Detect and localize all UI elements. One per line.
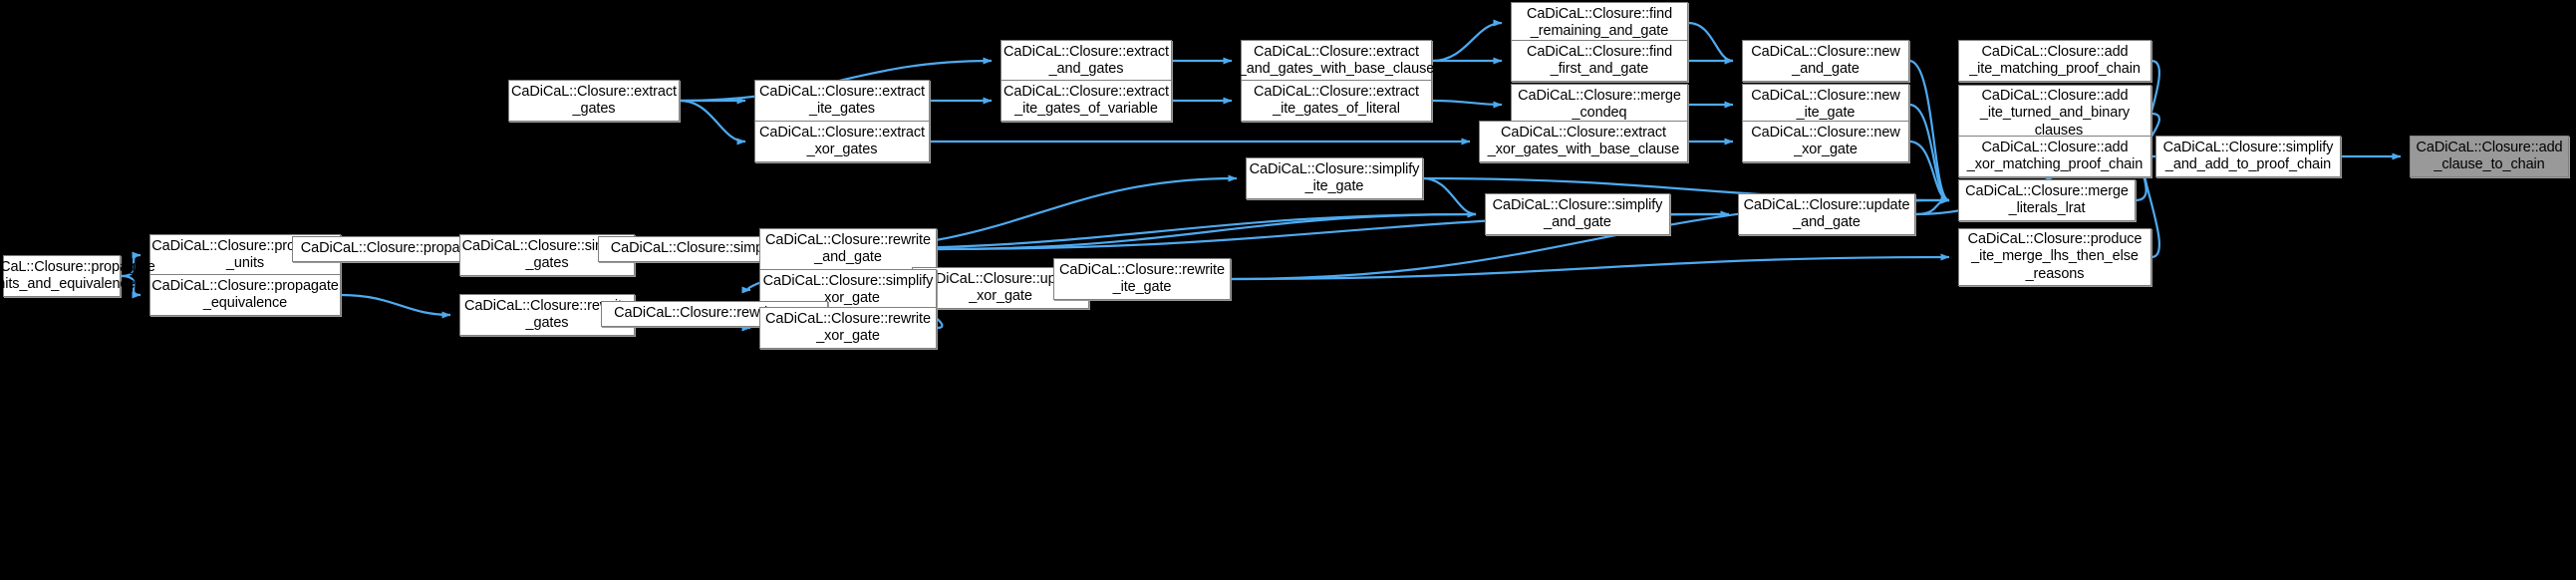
graph-node-label: CaDiCaL::Closure::extract _gates — [511, 83, 677, 118]
graph-node-merge_condeq[interactable]: CaDiCaL::Closure::merge _condeq — [1511, 84, 1688, 126]
edge-propagate_equivalence-to-rewrite_gates — [340, 293, 451, 319]
graph-node-update_and_gate[interactable]: CaDiCaL::Closure::update _and_gate — [1738, 193, 1915, 235]
graph-node-extract_ite_gates[interactable]: CaDiCaL::Closure::extract _ite_gates — [754, 80, 930, 122]
graph-node-find_remaining_and_gate[interactable]: CaDiCaL::Closure::find _remaining_and_ga… — [1511, 2, 1688, 44]
graph-node-find_first_and_gate[interactable]: CaDiCaL::Closure::find _first_and_gate — [1511, 40, 1688, 82]
graph-node-simplify_ite_gate[interactable]: CaDiCaL::Closure::simplify _ite_gate — [1246, 157, 1423, 199]
graph-node-produce_ite_merge_lhs_then_else_reasons[interactable]: CaDiCaL::Closure::produce _ite_merge_lhs… — [1958, 228, 2151, 286]
graph-node-rewrite_and_gate[interactable]: CaDiCaL::Closure::rewrite _and_gate — [759, 228, 937, 270]
graph-node-new_and_gate[interactable]: CaDiCaL::Closure::new _and_gate — [1742, 40, 1909, 82]
graph-node-add_clause_to_chain[interactable]: CaDiCaL::Closure::add _clause_to_chain — [2410, 136, 2569, 177]
edge-extract_gates-to-extract_xor_gates — [679, 99, 746, 145]
graph-node-label: CaDiCaL::Closure::add _ite_turned_and_bi… — [1979, 87, 2131, 139]
edge-new_and_gate-to-merge_literals_lrat — [1908, 59, 1950, 204]
graph-node-label: CaDiCaL::Closure::merge _condeq — [1518, 87, 1681, 122]
graph-node-extract_ite_gates_of_literal[interactable]: CaDiCaL::Closure::extract _ite_gates_of_… — [1241, 80, 1432, 122]
edge-extract_ite_gates_of_literal-to-merge_condeq — [1431, 99, 1503, 109]
graph-node-label: CaDiCaL::Closure::find _remaining_and_ga… — [1526, 5, 1673, 40]
graph-node-label: CaDiCaL::Closure::find _first_and_gate — [1526, 43, 1673, 78]
graph-node-label: CaDiCaL::Closure::produce _ite_merge_lhs… — [1967, 230, 2143, 282]
graph-node-label: CaDiCaL::Closure::add _ite_matching_proo… — [1969, 43, 2141, 78]
graph-node-label: CaDiCaL::Closure::propagate _units_and_e… — [0, 258, 155, 293]
graph-node-label: CaDiCaL::Closure::new _ite_gate — [1751, 87, 1900, 122]
graph-node-label: CaDiCaL::Closure::extract _ite_gates_of_… — [1254, 83, 1419, 118]
graph-node-label: CaDiCaL::Closure::new _and_gate — [1751, 43, 1900, 78]
graph-node-simplify_and_add_to_proof_chain[interactable]: CaDiCaL::Closure::simplify _and_add_to_p… — [2155, 136, 2341, 177]
edge-extract_and_gates_with_base_clause-to-find_remaining_and_gate — [1431, 19, 1503, 63]
graph-node-add_ite_turned_and_binary_clauses[interactable]: CaDiCaL::Closure::add _ite_turned_and_bi… — [1958, 85, 2151, 143]
edge-find_remaining_and_gate-to-new_and_gate — [1687, 21, 1734, 65]
graph-node-rewrite_ite_gate[interactable]: CaDiCaL::Closure::rewrite _ite_gate — [1053, 258, 1231, 300]
graph-node-simplify_and_gate[interactable]: CaDiCaL::Closure::simplify _and_gate — [1485, 193, 1670, 235]
graph-node-label: CaDiCaL::Closure::add _xor_matching_proo… — [1966, 139, 2144, 173]
graph-node-label: CaDiCaL::Closure::add _clause_to_chain — [2416, 139, 2563, 173]
graph-node-extract_and_gates[interactable]: CaDiCaL::Closure::extract _and_gates — [1001, 40, 1172, 82]
edge-rewrite_ite_gate-to-produce_ite_merge_lhs_then_else_reasons — [1230, 253, 1950, 281]
graph-node-extract_xor_gates[interactable]: CaDiCaL::Closure::extract _xor_gates — [754, 121, 930, 162]
graph-node-merge_literals_lrat[interactable]: CaDiCaL::Closure::merge _literals_lrat — [1958, 179, 2136, 221]
graph-node-label: CaDiCaL::Closure::extract _and_gates — [1003, 43, 1169, 78]
graph-node-label: CaDiCaL::Closure::new _xor_gate — [1751, 124, 1900, 158]
edge-new_ite_gate-to-merge_literals_lrat — [1908, 103, 1950, 204]
graph-node-new_xor_gate[interactable]: CaDiCaL::Closure::new _xor_gate — [1742, 121, 1909, 162]
edge-simplify_ite_gate-to-simplify_and_gate — [1422, 176, 1477, 218]
graph-node-extract_and_gates_with_base_clause[interactable]: CaDiCaL::Closure::extract _and_gates_wit… — [1238, 40, 1435, 82]
graph-node-label: CaDiCaL::Closure::rewrite _and_gate — [765, 231, 931, 266]
graph-node-label: CaDiCaL::Closure::extract _xor_gates_wit… — [1487, 124, 1680, 158]
graph-node-extract_xor_gates_with_base_clause[interactable]: CaDiCaL::Closure::extract _xor_gates_wit… — [1479, 121, 1688, 162]
graph-node-extract_ite_gates_of_variable[interactable]: CaDiCaL::Closure::extract _ite_gates_of_… — [1001, 80, 1172, 122]
edge-rewrite_and_gate-to-simplify_and_gate — [936, 210, 1477, 251]
graph-node-label: CaDiCaL::Closure::rewrite _gates — [464, 297, 630, 332]
graph-node-rewrite_xor_gate[interactable]: CaDiCaL::Closure::rewrite _xor_gate — [759, 307, 937, 349]
graph-node-label: CaDiCaL::Closure::extract _ite_gates_of_… — [1003, 83, 1169, 118]
graph-node-extract_gates[interactable]: CaDiCaL::Closure::extract _gates — [508, 80, 680, 122]
graph-node-add_ite_matching_proof_chain[interactable]: CaDiCaL::Closure::add _ite_matching_proo… — [1958, 40, 2151, 82]
graph-node-label: CaDiCaL::Closure::simplify _ite_gate — [1249, 160, 1420, 195]
edge-new_xor_gate-to-merge_literals_lrat — [1908, 140, 1950, 204]
graph-node-label: CaDiCaL::Closure::extract _ite_gates — [759, 83, 925, 118]
graph-node-label: CaDiCaL::Closure::rewrite _xor_gate — [765, 310, 931, 345]
graph-node-add_xor_matching_proof_chain[interactable]: CaDiCaL::Closure::add _xor_matching_proo… — [1958, 136, 2151, 177]
graph-node-label: CaDiCaL::Closure::extract _and_gates_wit… — [1238, 43, 1435, 78]
graph-node-label: CaDiCaL::Closure::propagate _equivalence — [151, 277, 339, 312]
graph-node-label: CaDiCaL::Closure::merge _literals_lrat — [1965, 182, 2129, 217]
graph-node-propagate_equivalence[interactable]: CaDiCaL::Closure::propagate _equivalence — [149, 274, 341, 316]
graph-node-label: CaDiCaL::Closure::simplify _and_gate — [1492, 196, 1663, 231]
edge-update_and_gate-to-merge_literals_lrat — [1914, 196, 1950, 216]
graph-node-new_ite_gate[interactable]: CaDiCaL::Closure::new _ite_gate — [1742, 84, 1909, 126]
graph-node-label: CaDiCaL::Closure::update _and_gate — [1743, 196, 1910, 231]
graph-node-label: CaDiCaL::Closure::rewrite _ite_gate — [1059, 261, 1225, 296]
graph-node-label: CaDiCaL::Closure::extract _xor_gates — [759, 124, 925, 158]
graph-node-label: CaDiCaL::Closure::simplify _and_add_to_p… — [2162, 139, 2334, 173]
graph-node-propagate_units_and_equivalences[interactable]: CaDiCaL::Closure::propagate _units_and_e… — [0, 255, 155, 297]
